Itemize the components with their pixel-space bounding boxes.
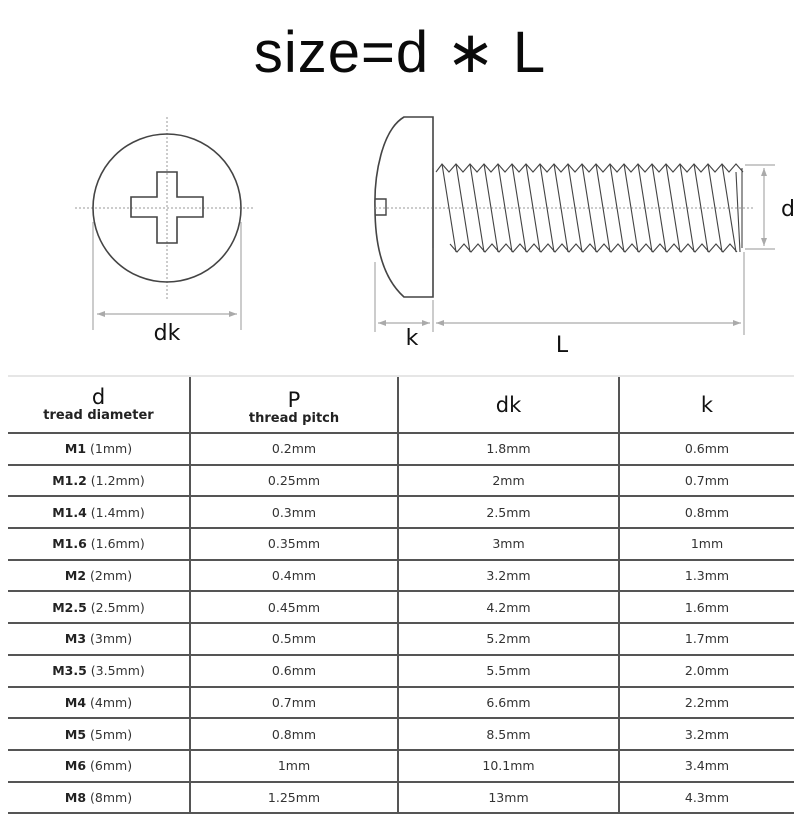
- header-d: d tread diameter: [8, 375, 190, 434]
- formula-title: size=d ∗ L: [253, 20, 547, 85]
- cell-k: 3.2mm: [618, 718, 794, 751]
- k-dimension-label: k: [406, 326, 419, 351]
- cell-size: M1.4 (1.4mm): [8, 496, 190, 530]
- header-dk: dk: [397, 375, 619, 434]
- cell-dk: 13mm: [397, 781, 619, 814]
- cell-size: M4 (4mm): [8, 686, 190, 720]
- d-dimension-label: d: [781, 197, 795, 222]
- cell-size: M8 (8mm): [8, 781, 190, 814]
- header-k: k: [618, 375, 794, 434]
- cell-dk: 8.5mm: [397, 718, 619, 751]
- cell-k: 1mm: [618, 528, 794, 561]
- cell-size: M6 (6mm): [8, 749, 190, 783]
- cell-dk: 10.1mm: [397, 749, 619, 783]
- cell-dk: 2.5mm: [397, 496, 619, 530]
- cell-size: M1.6 (1.6mm): [8, 528, 190, 561]
- cell-pitch: 0.5mm: [189, 623, 398, 656]
- cell-dk: 5.2mm: [397, 623, 619, 656]
- cell-k: 0.6mm: [618, 433, 794, 466]
- cell-dk: 2mm: [397, 464, 619, 498]
- cell-k: 2.0mm: [618, 654, 794, 688]
- thread-pattern: [432, 163, 744, 253]
- cell-pitch: 0.6mm: [189, 654, 398, 688]
- cell-k: 0.7mm: [618, 464, 794, 498]
- cell-k: 1.7mm: [618, 623, 794, 656]
- cell-pitch: 0.2mm: [189, 433, 398, 466]
- header-p: P thread pitch: [189, 375, 398, 434]
- screw-spec-table: d tread diameter P thread pitch dk k M1 …: [8, 375, 794, 814]
- cell-k: 2.2mm: [618, 686, 794, 720]
- cell-dk: 5.5mm: [397, 654, 619, 688]
- screw-head-top-view: dk: [75, 117, 255, 346]
- cell-pitch: 0.25mm: [189, 464, 398, 498]
- cell-size: M3 (3mm): [8, 623, 190, 656]
- cell-size: M1.2 (1.2mm): [8, 464, 190, 498]
- cell-k: 1.3mm: [618, 559, 794, 593]
- cell-pitch: 0.35mm: [189, 528, 398, 561]
- cell-size: M2 (2mm): [8, 559, 190, 593]
- screw-diagram: dk d k L: [75, 116, 795, 358]
- cell-pitch: 0.7mm: [189, 686, 398, 720]
- cell-pitch: 0.8mm: [189, 718, 398, 751]
- table-header-row: d tread diameter P thread pitch dk k: [8, 375, 794, 434]
- phillips-cross-icon: [130, 171, 204, 244]
- cell-dk: 6.6mm: [397, 686, 619, 720]
- cell-k: 4.3mm: [618, 781, 794, 814]
- cell-pitch: 1mm: [189, 749, 398, 783]
- cell-dk: 4.2mm: [397, 591, 619, 625]
- cell-size: M5 (5mm): [8, 718, 190, 751]
- dk-dimension-label: dk: [154, 321, 181, 346]
- cell-size: M3.5 (3.5mm): [8, 654, 190, 688]
- cell-dk: 3.2mm: [397, 559, 619, 593]
- cell-dk: 1.8mm: [397, 433, 619, 466]
- cell-pitch: 1.25mm: [189, 781, 398, 814]
- cell-k: 3.4mm: [618, 749, 794, 783]
- screw-side-view: d k L: [374, 116, 795, 358]
- L-dimension-label: L: [556, 333, 569, 358]
- cell-size: M2.5 (2.5mm): [8, 591, 190, 625]
- cell-pitch: 0.3mm: [189, 496, 398, 530]
- cell-pitch: 0.45mm: [189, 591, 398, 625]
- cell-dk: 3mm: [397, 528, 619, 561]
- cell-k: 0.8mm: [618, 496, 794, 530]
- cell-size: M1 (1mm): [8, 433, 190, 466]
- cell-k: 1.6mm: [618, 591, 794, 625]
- cell-pitch: 0.4mm: [189, 559, 398, 593]
